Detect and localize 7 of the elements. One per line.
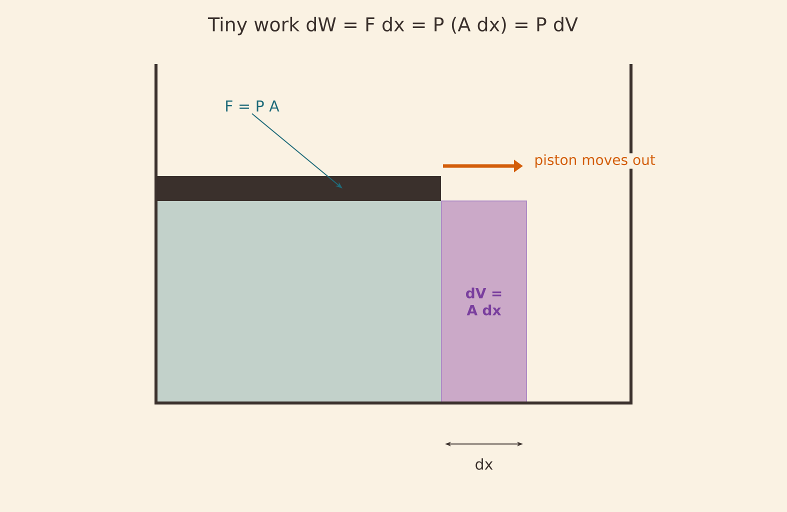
volume-box: dV = A dx xyxy=(441,200,527,402)
piston xyxy=(156,176,441,201)
force-label: F = P A xyxy=(226,100,280,112)
dimension-label: dx xyxy=(476,458,493,470)
gas-region xyxy=(157,201,441,402)
motion-label: piston moves out xyxy=(533,153,656,169)
title: Tiny work dW = F dx = P (A dx) = P dV xyxy=(208,16,578,36)
